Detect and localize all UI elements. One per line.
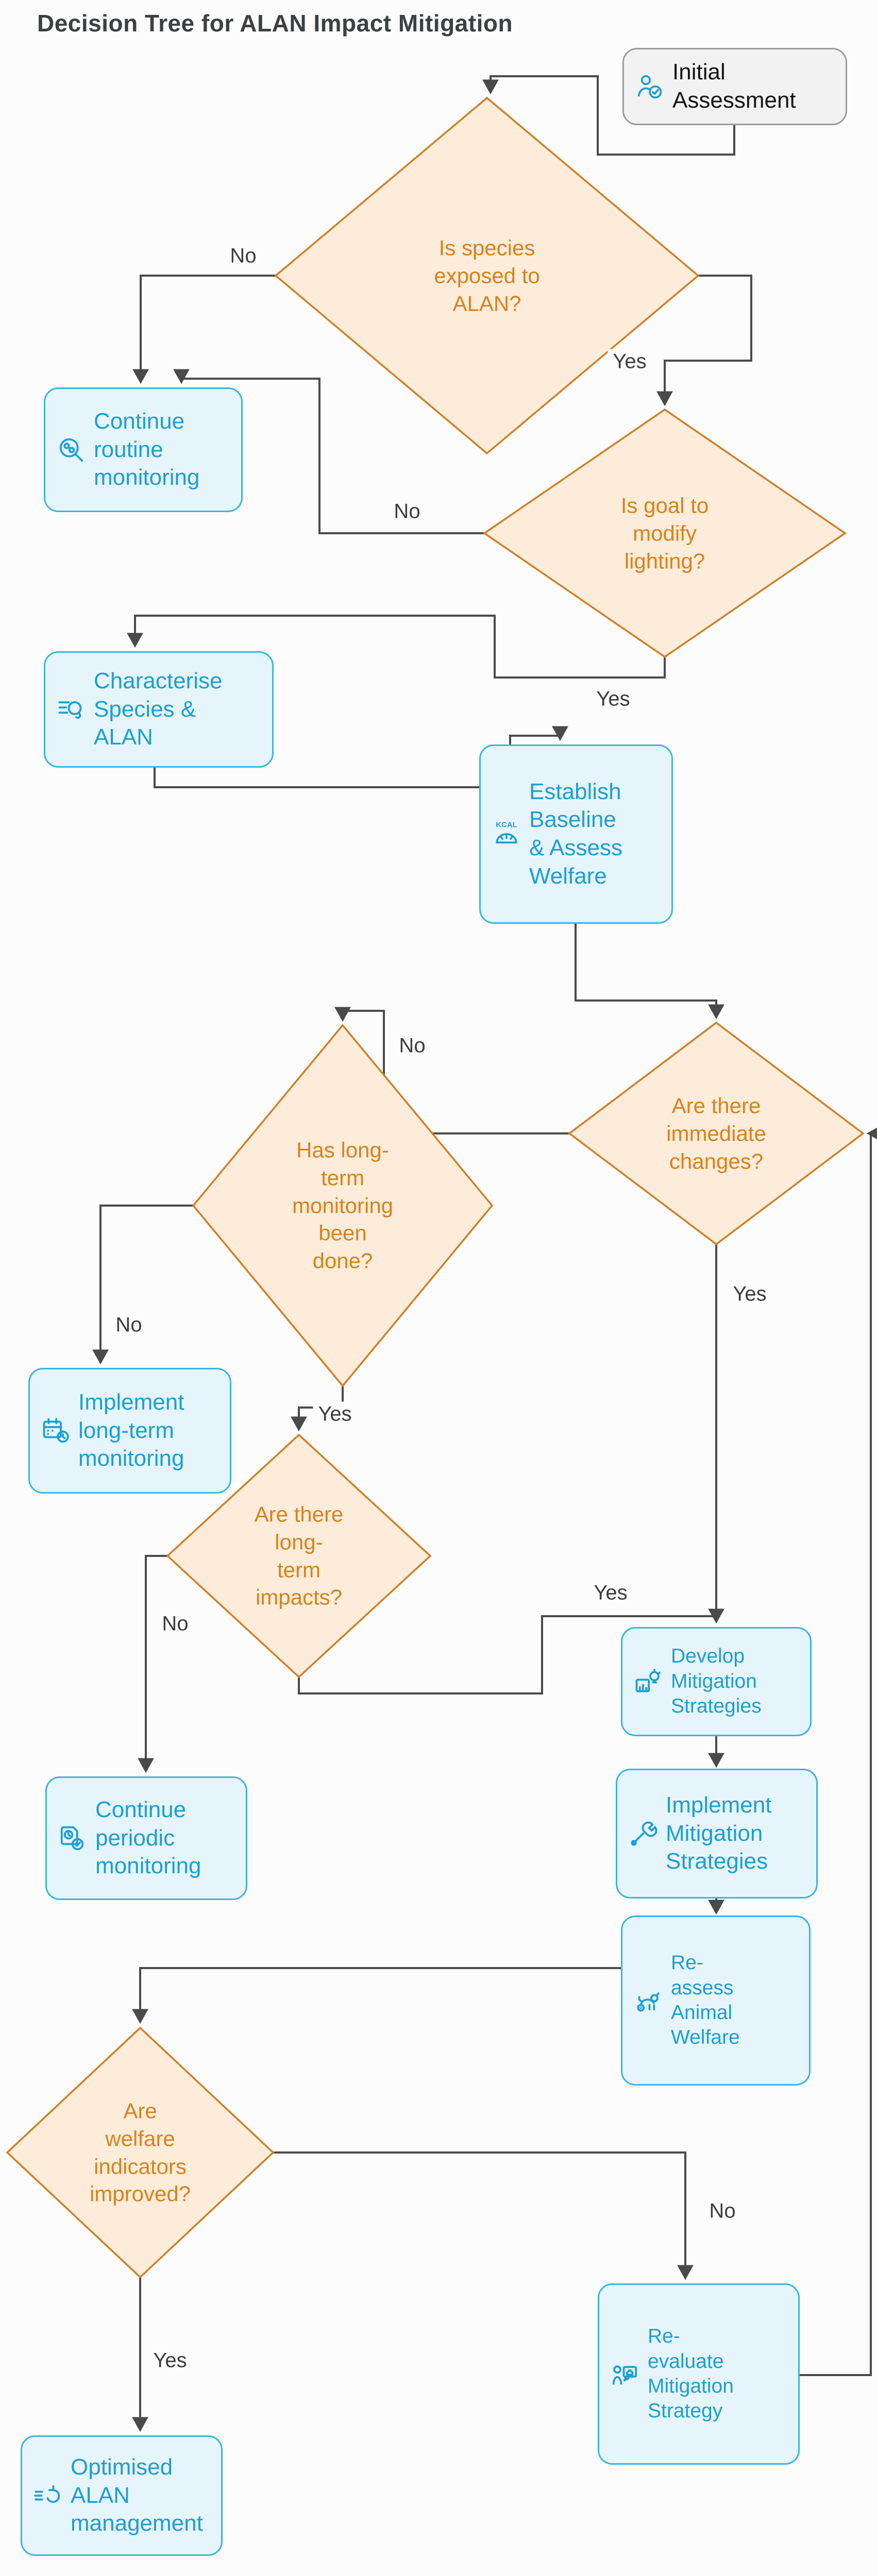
- node-optimised-alan-management: Optimised ALAN management: [21, 2435, 223, 2556]
- edge-establish-to-d4: [575, 924, 724, 1020]
- node-label-reevaluate: Re- evaluate Mitigation Strategy: [648, 2325, 734, 2422]
- node-label-reassess: Re- assess Animal Welfare: [671, 1952, 740, 2049]
- edge-reassess-to-d6: [132, 1967, 621, 2024]
- wrench-icon: [628, 1818, 659, 1849]
- edge-d5-no: [138, 1555, 167, 1773]
- person-check-icon: [634, 71, 665, 102]
- list-search-icon: [56, 694, 87, 725]
- edge-d1-yes: [656, 275, 752, 406]
- refresh-cycle-icon: [32, 2480, 63, 2511]
- kcal-icon-text: KCAL: [496, 820, 517, 829]
- node-characterise-species-alan: Characterise Species & ALAN: [44, 651, 274, 768]
- edge-d5-yes: [298, 1615, 715, 1694]
- edge-d2-no: [173, 369, 484, 534]
- edge-label-d1-yes: Yes: [608, 349, 652, 375]
- node-develop-mitigation-strategies: Develop Mitigation Strategies: [621, 1627, 812, 1736]
- decision-label-is-species-exposed: Is species exposed to ALAN?: [434, 235, 540, 315]
- decision-is-species-exposed: [274, 96, 700, 455]
- node-establish-baseline-assess-welfare: KCAL Establish Baseline & Assess Welfare: [479, 744, 673, 924]
- edge-label-d3-no: No: [110, 1312, 147, 1338]
- node-continue-periodic-monitoring: Continue periodic monitoring: [45, 1776, 247, 1900]
- node-reevaluate-mitigation-strategy: Re- evaluate Mitigation Strategy: [598, 2283, 800, 2465]
- node-label-initial-assessment: Initial Assessment: [672, 59, 796, 113]
- node-implement-mitigation-strategies: Implement Mitigation Strategies: [616, 1769, 818, 1899]
- edge-label-d5-no: No: [157, 1611, 194, 1637]
- node-label-optimised: Optimised ALAN management: [71, 2454, 203, 2536]
- decision-label-are-longterm-impacts: Are there long- term impacts?: [254, 1502, 344, 1609]
- decision-label-has-longterm-monitoring: Has long- term monitoring been done?: [292, 1138, 394, 1273]
- edge-label-d2-yes: Yes: [591, 686, 635, 712]
- node-label-characterise: Characterise Species & ALAN: [94, 668, 223, 750]
- decision-label-are-immediate-changes: Are there immediate changes?: [666, 1093, 766, 1173]
- edge-label-d6-yes: Yes: [148, 2348, 192, 2374]
- decision-are-immediate-changes: [568, 1021, 865, 1246]
- edge-d2-yes: [127, 615, 666, 679]
- decision-has-longterm-monitoring: [192, 1024, 494, 1387]
- decision-is-goal-modify-lighting: [482, 408, 847, 658]
- dog-icon: [633, 1985, 664, 2016]
- strategy-bulb-icon: [633, 1666, 664, 1697]
- decision-label-is-goal-modify-lighting: Is goal to modify lighting?: [620, 493, 709, 573]
- edge-label-d4-yes: Yes: [728, 1281, 772, 1307]
- node-label-develop: Develop Mitigation Strategies: [671, 1645, 762, 1718]
- decision-welfare-improved: [6, 2026, 275, 2279]
- edge-reevaluate-loop-to-d4: [800, 1125, 877, 2376]
- document-clock-check-icon: [57, 1823, 88, 1854]
- edge-d3-no: [92, 1205, 193, 1365]
- node-initial-assessment: Initial Assessment: [622, 48, 847, 125]
- edge-label-d4-no: No: [394, 1033, 431, 1059]
- edge-label-d3-yes: Yes: [313, 1401, 357, 1427]
- node-reassess-animal-welfare: Re- assess Animal Welfare: [621, 1916, 811, 2086]
- magnifier-cells-icon: [56, 434, 87, 465]
- edge-d4-no: [334, 1007, 569, 1134]
- person-consult-icon: [610, 2359, 640, 2389]
- edge-label-d2-no: No: [389, 499, 426, 524]
- node-label-continue-periodic: Continue periodic monitoring: [95, 1797, 201, 1879]
- node-label-implement-longterm: Implement long-term monitoring: [78, 1389, 184, 1471]
- page-title: Decision Tree for ALAN Impact Mitigation: [37, 10, 513, 37]
- edge-d6-no: [273, 2151, 694, 2280]
- decision-are-longterm-impacts: [166, 1433, 432, 1679]
- edge-label-d5-yes: Yes: [588, 1580, 633, 1606]
- node-continue-routine-monitoring: Continue routine monitoring: [44, 387, 243, 512]
- node-label-continue-routine: Continue routine monitoring: [94, 409, 200, 490]
- edge-label-d6-no: No: [704, 2198, 741, 2224]
- node-label-implement-mitigation: Implement Mitigation Strategies: [666, 1792, 772, 1874]
- edge-label-d1-no: No: [225, 243, 262, 269]
- edge-initial-to-d1: [482, 75, 735, 156]
- node-implement-longterm-monitoring: Implement long-term monitoring: [28, 1368, 231, 1494]
- decision-label-welfare-improved: Are welfare indicators improved?: [89, 2098, 191, 2206]
- node-label-establish: Establish Baseline & Assess Welfare: [529, 778, 622, 889]
- calendar-clock-icon: [40, 1415, 71, 1446]
- kcal-meter-icon: KCAL: [491, 819, 522, 850]
- edge-d1-no: [132, 275, 276, 384]
